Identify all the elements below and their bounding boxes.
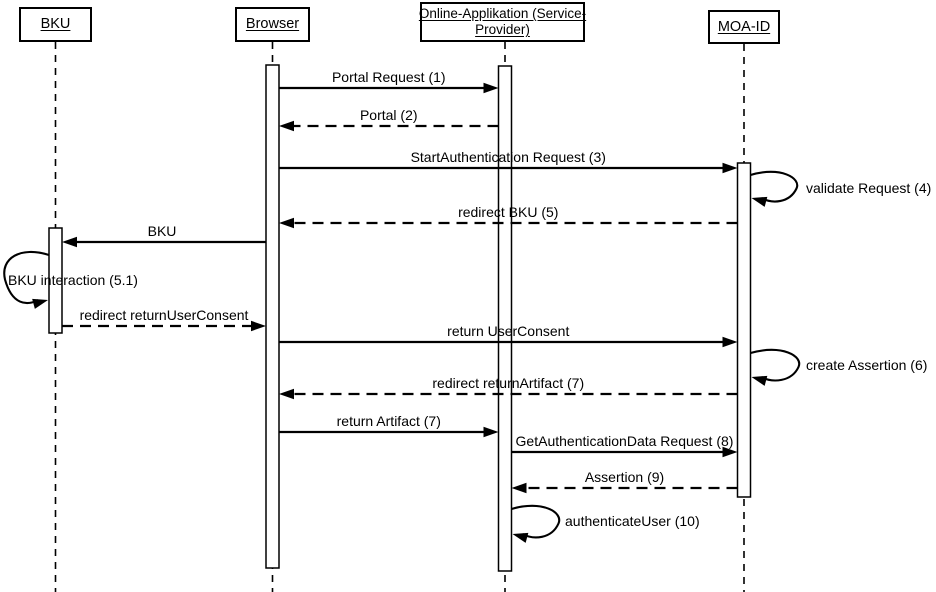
arrowhead-icon [483, 82, 499, 94]
arrowhead-icon [279, 120, 294, 132]
arrowhead-icon [62, 236, 77, 248]
self-message-loop [3, 250, 50, 304]
arrowhead-icon [722, 162, 738, 174]
self-message-loop [750, 348, 801, 382]
arrowhead-icon [279, 217, 294, 229]
activation-bar-oa [497, 65, 513, 572]
arrowhead-icon [483, 426, 499, 438]
self-message-loop [511, 504, 561, 539]
activation-bar-bku [48, 227, 63, 334]
arrowhead-icon [251, 320, 266, 332]
arrowhead-icon [279, 388, 294, 400]
arrowhead-icon [722, 336, 738, 348]
activation-bar-moaid [736, 162, 752, 498]
arrowhead-icon [511, 482, 527, 494]
activation-bar-browser [265, 64, 280, 569]
arrowhead-icon [722, 446, 738, 458]
self-message-loop [750, 170, 799, 203]
